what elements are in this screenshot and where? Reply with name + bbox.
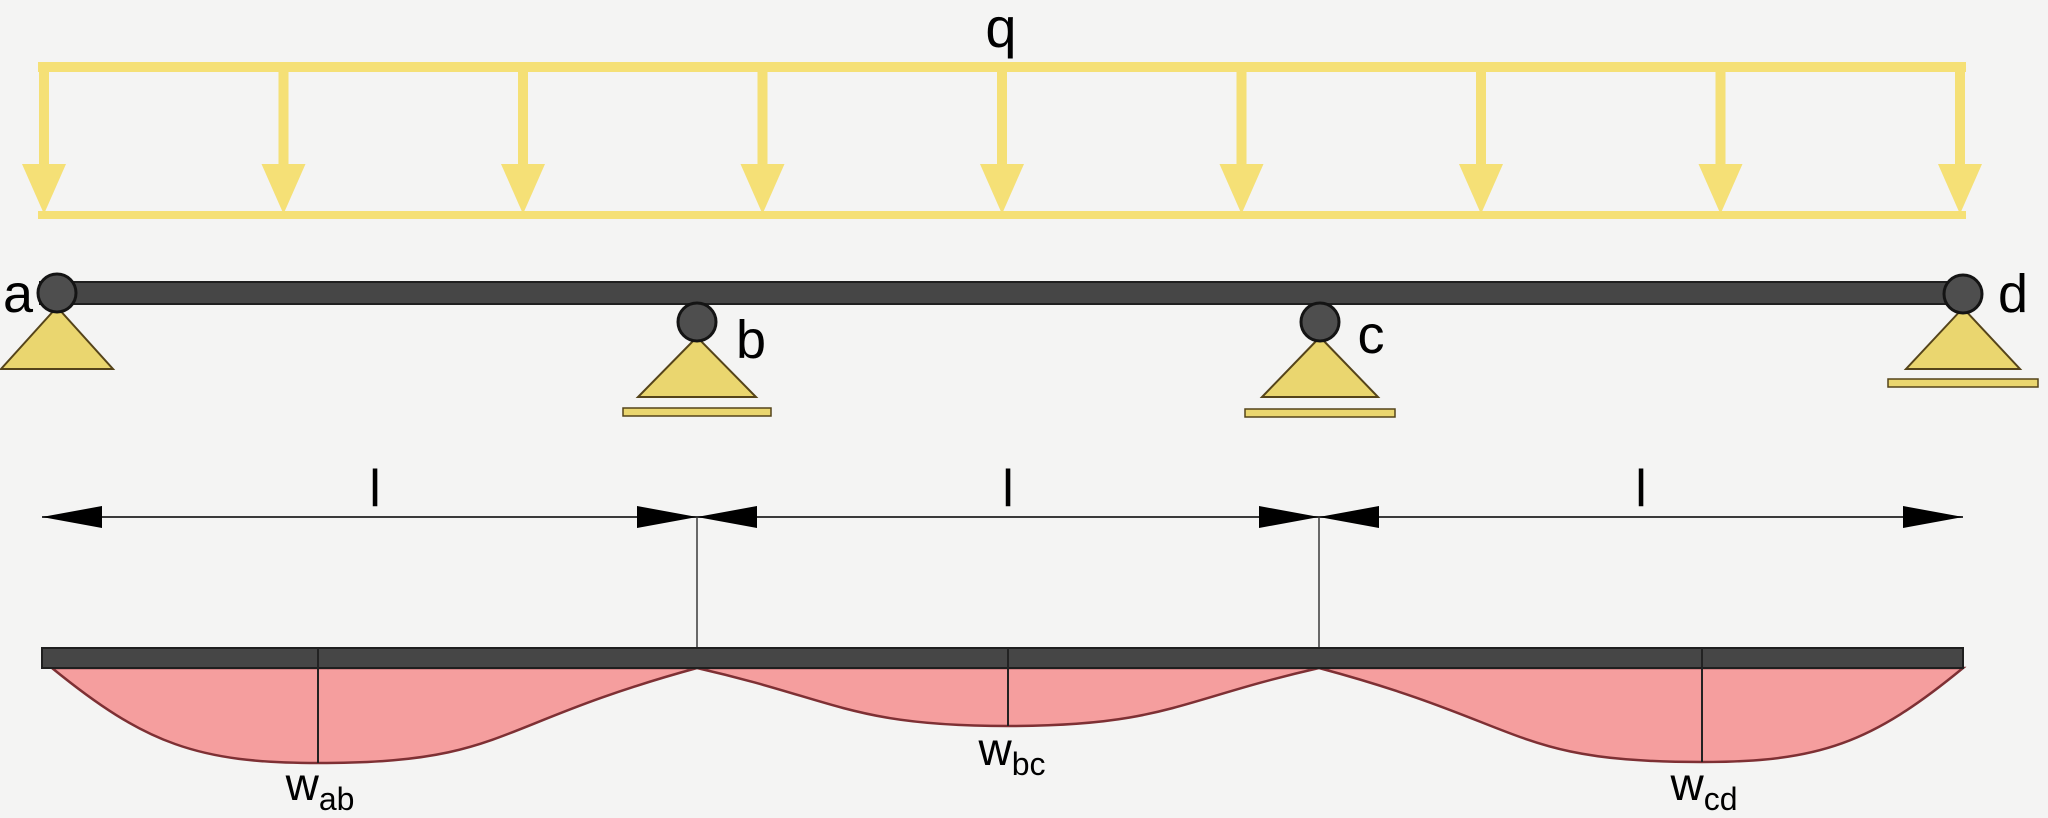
span-length-label: l: [369, 460, 381, 518]
support-a-triangle: [0, 305, 116, 370]
span-length-label: l: [1635, 460, 1647, 518]
load-top-bar: [38, 62, 1966, 72]
dimension-arrowhead-right: [1259, 506, 1319, 528]
support-c-roller-line: [1244, 408, 1396, 418]
deflection-label-bc: wbc: [977, 723, 1045, 782]
support-b-roller-line: [622, 407, 772, 417]
deflection-label-cd: wcd: [1669, 758, 1737, 817]
node-a: [36, 272, 78, 314]
support-d-label: d: [1998, 264, 2028, 324]
deflection-curve-ab: [48, 666, 698, 765]
load-arrowhead: [22, 164, 66, 214]
node-b: [676, 301, 718, 343]
support-d-roller-line: [1887, 378, 2039, 388]
dimension-arrowhead-left: [697, 506, 757, 528]
load-arrowhead: [1698, 164, 1743, 214]
deflection-beam: [41, 647, 1964, 669]
deflection-curve-cd: [1318, 666, 1967, 764]
load-arrowhead: [1938, 164, 1982, 214]
support-a: a: [0, 264, 116, 370]
support-d-triangle: [1903, 306, 2023, 370]
dimension-arrowhead-right: [1903, 506, 1963, 528]
node-c: [1299, 301, 1341, 343]
load-arrowhead: [261, 164, 306, 214]
deflection-diagram: wab wbc wcd: [41, 647, 1967, 817]
distributed-load: q: [22, 0, 1982, 219]
support-b-label: b: [736, 310, 766, 370]
node-d: [1942, 273, 1984, 315]
support-b-triangle: [635, 335, 759, 398]
support-c: c: [1244, 301, 1396, 418]
dimension-arrowhead-left: [1319, 506, 1379, 528]
load-label: q: [985, 0, 1016, 59]
support-c-triangle: [1259, 335, 1381, 398]
load-arrowhead: [740, 164, 785, 214]
span-length-label: l: [1002, 460, 1014, 518]
support-c-label: c: [1358, 305, 1385, 365]
load-arrowhead: [1459, 164, 1503, 214]
beam: [39, 281, 1951, 305]
dimension-arrowhead-right: [637, 506, 697, 528]
dimension-arrowhead-left: [42, 506, 102, 528]
load-bottom-bar: [38, 211, 1966, 219]
load-arrowhead: [980, 164, 1024, 214]
deflection-label-ab: wab: [285, 758, 355, 817]
support-d: d: [1887, 264, 2039, 388]
support-b: b: [622, 301, 772, 417]
load-arrowhead: [501, 164, 545, 214]
support-a-label: a: [3, 264, 34, 324]
load-arrowhead: [1219, 164, 1264, 214]
